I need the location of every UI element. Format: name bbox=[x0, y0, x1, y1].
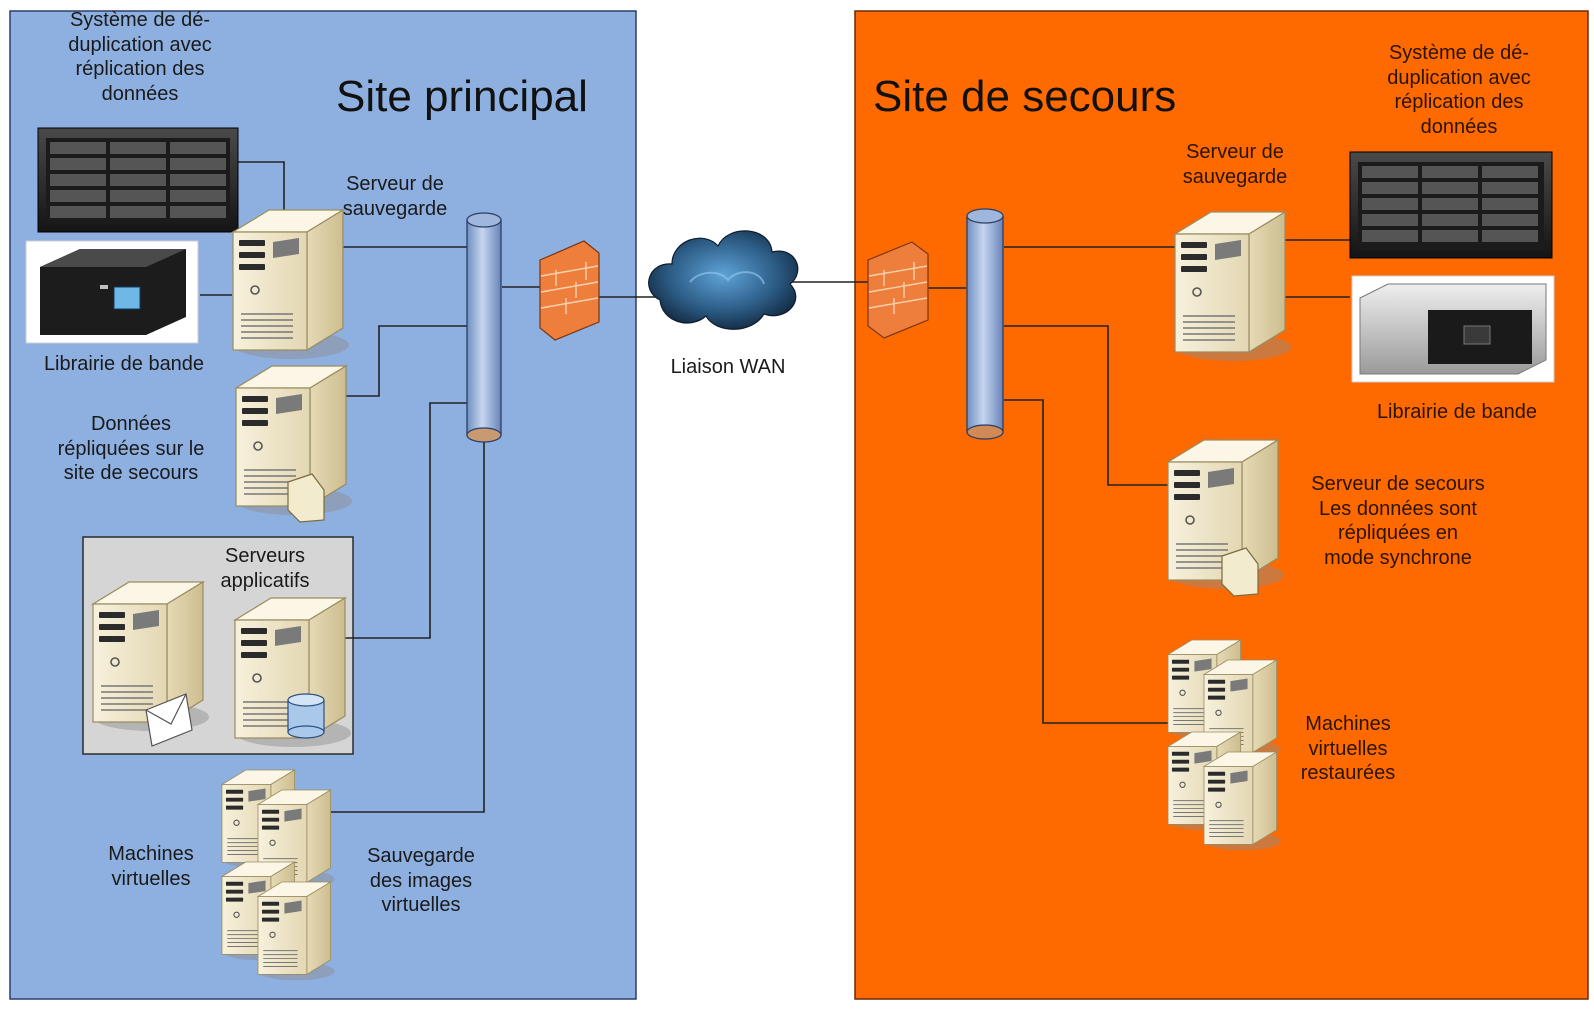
replicated-data-label: Données répliquées sur le site de secour… bbox=[57, 413, 205, 484]
connection-lines bbox=[200, 161, 1350, 813]
virtual-machines-primary-label: Machines virtuelles bbox=[108, 843, 194, 890]
mail-server-icon bbox=[92, 581, 210, 747]
dedup-primary-label: Système de dé- duplication avec réplicat… bbox=[68, 9, 212, 105]
link-switch-to-standby-server bbox=[1004, 325, 1168, 486]
firewall-primary-icon bbox=[539, 240, 600, 341]
backup-server-primary-icon bbox=[232, 209, 350, 360]
dedup-storage-backup-icon bbox=[1349, 151, 1553, 259]
tape-library-primary-icon bbox=[25, 240, 199, 344]
link-replica-server-to-switch bbox=[345, 325, 467, 397]
link-dedup-to-backup-server bbox=[238, 161, 285, 210]
switch-primary-icon bbox=[466, 212, 502, 443]
vm-backup-label: Sauvegarde des images virtuelles bbox=[367, 845, 475, 916]
virtual-machines-primary-icon bbox=[221, 769, 336, 981]
standby-server-icon bbox=[1167, 439, 1285, 597]
database-server-icon bbox=[234, 597, 352, 748]
primary-site-title: Site principal bbox=[336, 72, 588, 121]
app-servers-label: Serveurs applicatifs bbox=[220, 545, 310, 592]
link-switch-to-restored-vm bbox=[1004, 399, 1172, 724]
tape-library-backup-icon bbox=[1351, 275, 1555, 383]
dedup-backup-label: Système de dé- duplication avec réplicat… bbox=[1387, 42, 1531, 138]
wan-link-label: Liaison WAN bbox=[670, 356, 786, 378]
replica-server-primary-icon bbox=[235, 365, 353, 523]
link-app-servers-to-switch bbox=[343, 402, 467, 639]
backup-server-primary-label: Serveur de sauvegarde bbox=[342, 173, 448, 220]
restored-virtual-machines-icon bbox=[1167, 639, 1282, 851]
wan-cloud-icon bbox=[648, 230, 799, 330]
backup-server-secours-icon bbox=[1174, 211, 1292, 362]
link-vm-to-switch bbox=[330, 436, 485, 813]
dedup-storage-primary-icon bbox=[37, 127, 239, 233]
switch-backup-icon bbox=[966, 208, 1004, 440]
backup-server-secours-label: Serveur de sauvegarde bbox=[1182, 141, 1288, 188]
backup-site-title: Site de secours bbox=[873, 72, 1177, 121]
firewall-backup-icon bbox=[867, 241, 929, 339]
standby-server-label: Serveur de secours Les données sont répl… bbox=[1311, 473, 1485, 569]
tape-library-primary-label: Librairie de bande bbox=[43, 353, 205, 375]
restored-vm-label: Machines virtuelles restaurées bbox=[1300, 713, 1396, 784]
tape-library-backup-label: Librairie de bande bbox=[1376, 401, 1538, 423]
